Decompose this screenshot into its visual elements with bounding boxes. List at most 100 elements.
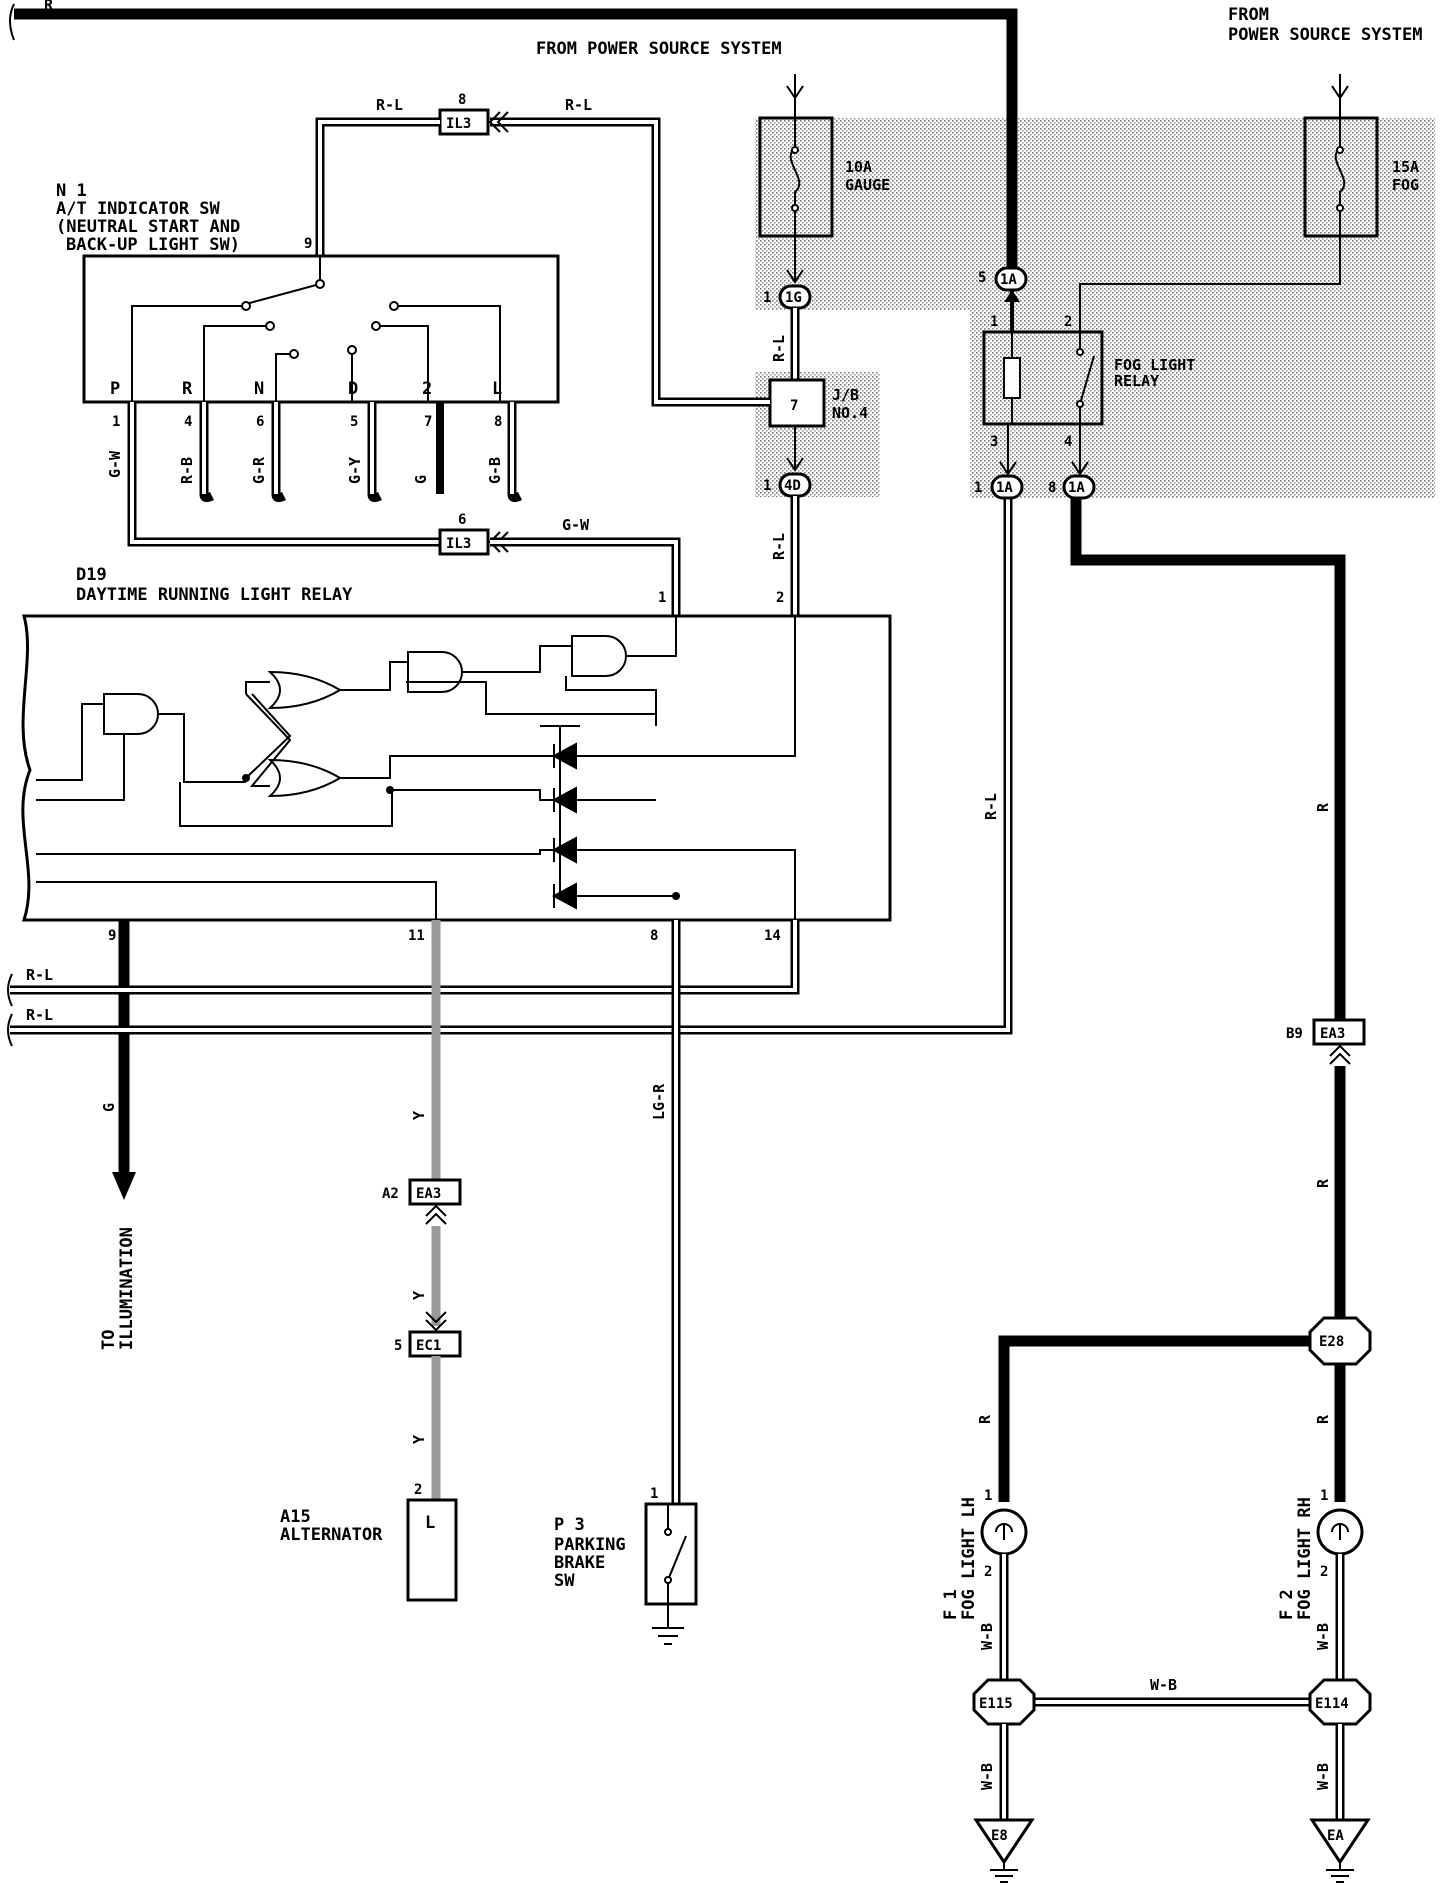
n1-pos-2: 2: [422, 379, 432, 399]
wire-label-y-1: Y: [410, 1111, 428, 1120]
arrow-4d: [786, 457, 804, 472]
n1-pin-5: 5: [350, 414, 358, 430]
wire-rl-fog-left-i: [10, 498, 1010, 1032]
fog-light-lh-filament: [995, 1523, 1013, 1540]
wire-rl-left-break-2: [7, 1013, 13, 1047]
wire-gw-n1-il3-i: [130, 402, 440, 544]
wire-r-e28-lh: [998, 1335, 1310, 1502]
n1-pin-7: 7: [424, 414, 432, 430]
illumination-line1: TO: [99, 1330, 119, 1350]
n1-wire-gr: [271, 402, 287, 503]
fog-relay-pin-1: 1: [990, 314, 998, 330]
n1-wire-rb: [199, 402, 215, 503]
parking-brake-box: [644, 1502, 698, 1606]
wire-rl-left-break-1: [7, 973, 13, 1007]
wire-label-wb-lh: W-B: [978, 1623, 996, 1650]
wire-label-rl-fog: R-L: [982, 793, 1000, 820]
wire-label-g-n1: G: [412, 475, 430, 484]
wire-label-r-top: R: [44, 0, 54, 14]
n1-id: N 1: [56, 181, 87, 201]
ground-e8-label: E8: [991, 1828, 1008, 1844]
d19-pin-1: 1: [658, 590, 666, 606]
wire-label-rl-left-1: R-L: [26, 966, 53, 984]
n1-wire-gb: [507, 402, 523, 503]
fog-light-rh-name: FOG LIGHT RH: [1295, 1497, 1315, 1620]
connector-il3-top: [438, 108, 490, 136]
n1-contact-r: [203, 325, 266, 402]
fuse-fog-pin-top: [1336, 146, 1344, 154]
label-power-source-center: FROM POWER SOURCE SYSTEM: [536, 39, 782, 59]
wire-label-r-rh: R: [1314, 1414, 1332, 1424]
fog-light-rh-pin1: 1: [1320, 1488, 1328, 1504]
wire-label-rl-left-2: R-L: [26, 1006, 53, 1024]
n1-pin-8: 8: [494, 414, 502, 430]
connector-1a-5-pin: 5: [978, 270, 986, 286]
wire-label-r-right-1: R: [1314, 802, 1332, 812]
arrow-relay-4: [1071, 461, 1089, 476]
alternator-id: A15: [280, 1507, 311, 1527]
parking-brake-name1: PARKING: [554, 1535, 626, 1555]
d19-id: D19: [76, 565, 107, 585]
connector-1a-1: [990, 474, 1024, 500]
n1-name1: A/T INDICATOR SW: [56, 199, 221, 219]
n1-contact-n-dot: [289, 349, 299, 359]
connector-ea3-a2: [408, 1178, 462, 1206]
n1-pin-top: 9: [304, 236, 312, 252]
wire-label-wb-rh: W-B: [1314, 1623, 1332, 1650]
arrow-fog-in: [1331, 85, 1349, 100]
fog-light-lh-pin2: 2: [984, 1564, 992, 1580]
connector-4d-name: 4D: [784, 478, 801, 494]
n1-pos-d: D: [348, 379, 358, 399]
d19-pin-14: 14: [764, 928, 781, 944]
fog-light-rh-pin2: 2: [1320, 1564, 1328, 1580]
wire-rl-d19-14-i: [10, 920, 797, 992]
n1-pos-l: L: [492, 379, 502, 399]
n1-name2: (NEUTRAL START AND: [56, 217, 240, 237]
fog-light-lh-name: FOG LIGHT LH: [959, 1497, 979, 1620]
wire-label-gr: G-R: [250, 456, 268, 484]
connector-1g-name: 1G: [785, 290, 802, 306]
fog-relay-name1: FOG LIGHT: [1114, 356, 1195, 374]
wire-label-rl-4d: R-L: [770, 533, 788, 560]
fog-relay-pin-4: 4: [1064, 434, 1072, 450]
parking-brake-name2: BRAKE: [554, 1553, 605, 1573]
wire-label-wb-bridge: W-B: [1150, 1676, 1177, 1694]
connector-il3-top-pin: 8: [458, 92, 466, 108]
connector-il3-mid: [438, 528, 490, 556]
d19-diodes: [551, 742, 577, 910]
jb-no4-box: [768, 378, 826, 428]
n1-common-pivot: [315, 279, 325, 289]
connector-il3-mid-pin: 6: [458, 512, 466, 528]
wire-gw-il3-d19: [490, 537, 681, 616]
n1-pin-4: 4: [184, 414, 192, 430]
d19-pin-8: 8: [650, 928, 658, 944]
wire-r-top: [14, 8, 1018, 268]
junction-e115: [972, 1678, 1036, 1726]
connector-il3-top-name: IL3: [446, 116, 471, 132]
wire-label-y-2: Y: [410, 1291, 428, 1300]
d19-box: [21, 614, 892, 922]
wire-label-rl-top-right: R-L: [565, 96, 592, 114]
connector-1a-1-name: 1A: [996, 480, 1013, 496]
ground-ea-symbol: [1326, 1862, 1354, 1883]
wire-gw-il3-d19-i: [490, 540, 678, 616]
fog-relay-switch-bottom: [1076, 400, 1084, 408]
fog-light-rh-filament: [1331, 1523, 1349, 1540]
junction-e115-label: E115: [979, 1696, 1013, 1712]
fog-relay-coil-body: [1003, 357, 1021, 399]
label-power-source-right-1: FROM: [1228, 5, 1269, 25]
connector-ea3-a2-pin: A2: [382, 1186, 399, 1202]
fog-light-lh-id: F 1: [941, 1589, 961, 1620]
d19-node-2: [386, 786, 394, 794]
wire-label-wb-e115: W-B: [978, 1763, 996, 1790]
fuse-gauge-amp: 10A: [845, 158, 872, 176]
d19-pin-9: 9: [108, 928, 116, 944]
ground-ea-label: EA: [1327, 1828, 1344, 1844]
connector-ea3-a2-chevron: [425, 1204, 447, 1225]
wire-label-y-3: Y: [410, 1435, 428, 1444]
d19-node-1: [672, 892, 680, 900]
connector-ea3-b9: [1312, 1018, 1366, 1046]
fuse-gauge-pin-top: [791, 146, 799, 154]
wire-label-r-lh: R: [976, 1414, 994, 1424]
